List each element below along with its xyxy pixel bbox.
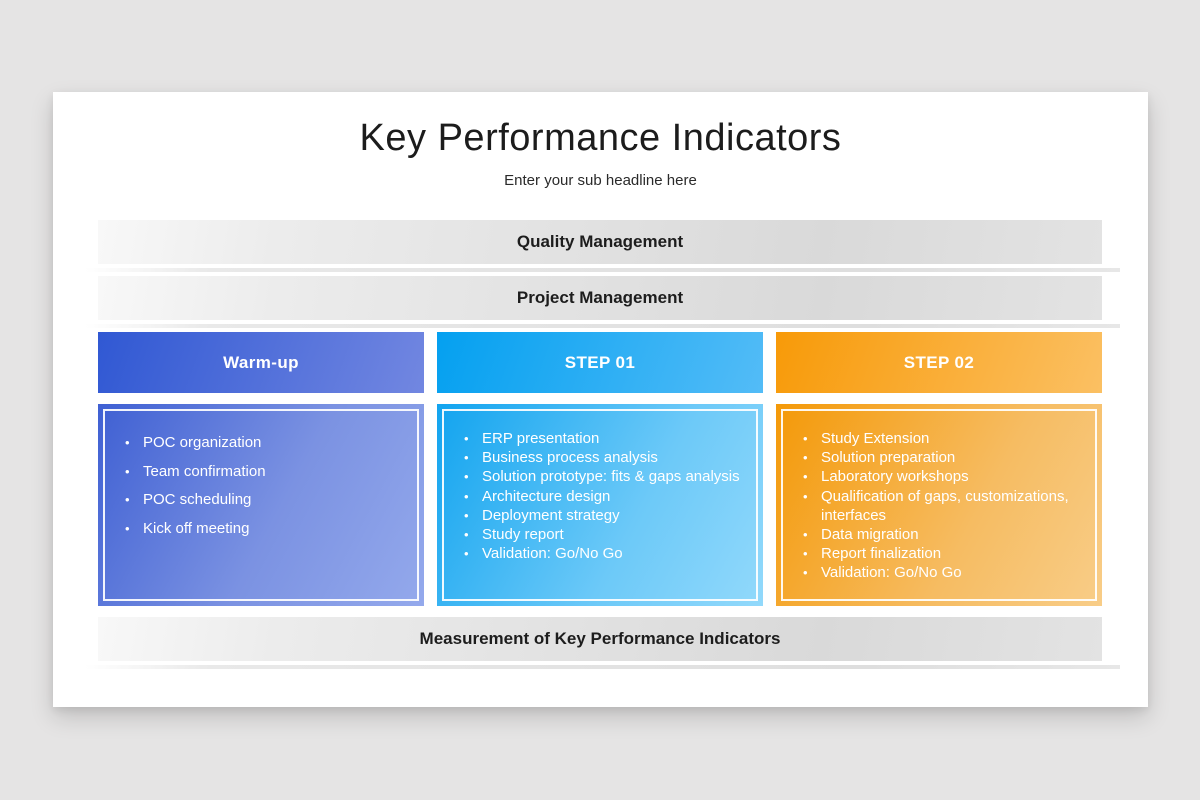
bar-quality-label: Quality Management: [516, 232, 684, 251]
list-item: Kick off meeting: [123, 519, 402, 539]
list-item: Data migration: [801, 525, 1080, 544]
list-item: POC scheduling: [123, 490, 402, 510]
list-item: Qualification of gaps, customizations, i…: [801, 487, 1080, 525]
bar-quality-reflection: [85, 268, 1120, 272]
column-bodies-row: POC organization Team confirmation POC s…: [98, 404, 1102, 606]
bar-project-reflection: [85, 324, 1120, 328]
column-headers-row: Warm-up STEP 01 STEP 02: [98, 332, 1102, 393]
panel-warm-up: POC organization Team confirmation POC s…: [98, 404, 424, 606]
bar-measurement-reflection: [85, 665, 1120, 669]
step-02-list: Study Extension Solution preparation Lab…: [776, 404, 1102, 583]
list-item: Validation: Go/No Go: [801, 563, 1080, 582]
bar-project-label: Project Management: [516, 288, 684, 307]
slide-canvas: Key Performance Indicators Enter your su…: [53, 92, 1148, 707]
list-item: Study report: [462, 525, 741, 544]
list-item: Laboratory workshops: [801, 467, 1080, 486]
header-step-01: STEP 01: [437, 332, 763, 393]
header-warm-up: Warm-up: [98, 332, 424, 393]
step-01-list: ERP presentation Business process analys…: [437, 404, 763, 564]
bar-measurement: Measurement of Key Performance Indicator…: [98, 617, 1102, 661]
list-item: Business process analysis: [462, 448, 741, 467]
header-step-01-label: STEP 01: [564, 352, 636, 372]
list-item: Architecture design: [462, 487, 741, 506]
header-step-02-label: STEP 02: [903, 352, 975, 372]
page-title: Key Performance Indicators: [359, 117, 842, 159]
panel-step-01: ERP presentation Business process analys…: [437, 404, 763, 606]
bar-measurement-label: Measurement of Key Performance Indicator…: [419, 629, 781, 648]
header-step-02: STEP 02: [776, 332, 1102, 393]
list-item: Study Extension: [801, 429, 1080, 448]
header-warm-up-label: Warm-up: [223, 352, 299, 372]
list-item: Report finalization: [801, 544, 1080, 563]
list-item: ERP presentation: [462, 429, 741, 448]
bar-project-management: Project Management: [98, 276, 1102, 320]
warm-up-list: POC organization Team confirmation POC s…: [98, 404, 424, 539]
list-item: Solution prototype: fits & gaps analysis: [462, 467, 741, 486]
list-item: Validation: Go/No Go: [462, 544, 741, 563]
page-subtitle: Enter your sub headline here: [504, 172, 697, 189]
panel-step-02: Study Extension Solution preparation Lab…: [776, 404, 1102, 606]
list-item: Team confirmation: [123, 462, 402, 482]
list-item: Deployment strategy: [462, 506, 741, 525]
list-item: POC organization: [123, 433, 402, 453]
list-item: Solution preparation: [801, 448, 1080, 467]
bar-quality-management: Quality Management: [98, 220, 1102, 264]
